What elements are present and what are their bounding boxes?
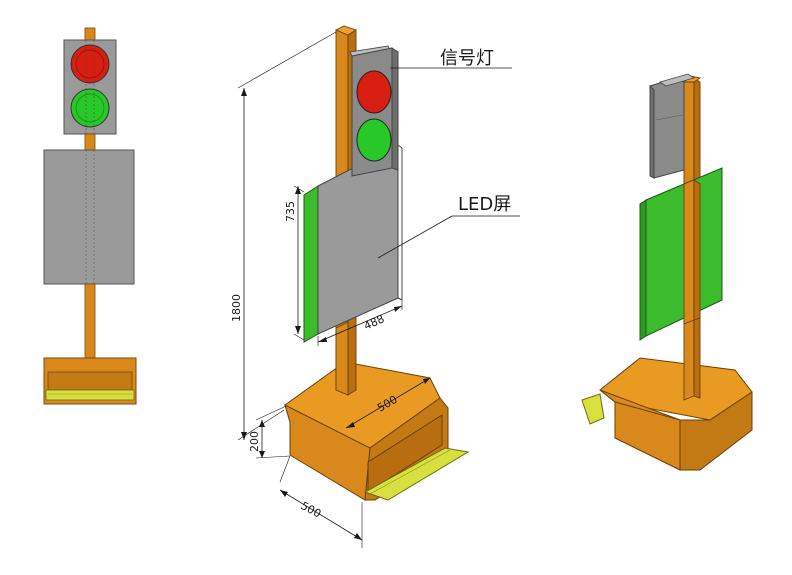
front-red-lamp-inner bbox=[75, 49, 105, 79]
iso-green-lamp bbox=[356, 118, 392, 162]
iso-red-lamp bbox=[356, 70, 392, 114]
iso-view: 信号灯 LED屏 1800 735 488 500 bbox=[230, 25, 520, 548]
front-pole-mid bbox=[84, 133, 96, 151]
front-led-panel bbox=[43, 149, 135, 285]
rear-base-tray bbox=[581, 393, 605, 425]
front-pole-bottom bbox=[84, 283, 96, 359]
dim-total-height: 1800 bbox=[230, 294, 243, 322]
iso-led-edge bbox=[303, 185, 319, 343]
iso-base-tray bbox=[363, 447, 470, 501]
front-red-lamp bbox=[70, 44, 110, 84]
dim-base-height: 200 bbox=[248, 431, 261, 452]
iso-base-left bbox=[284, 404, 371, 501]
front-view bbox=[43, 27, 137, 405]
rear-signal-housing bbox=[649, 77, 685, 179]
front-green-lamp-inner bbox=[75, 93, 105, 123]
iso-base-drawer-opening bbox=[367, 414, 443, 493]
dim-base-width: 500 bbox=[299, 499, 324, 520]
dim-screen-width: 488 bbox=[362, 312, 386, 332]
led-callout-line bbox=[377, 215, 453, 259]
dim-screen-height: 735 bbox=[284, 201, 297, 222]
front-green-lamp bbox=[70, 88, 110, 128]
rear-view bbox=[581, 73, 753, 471]
signal-light-label: 信号灯 bbox=[440, 48, 494, 69]
front-base-tray bbox=[45, 389, 135, 401]
led-screen-label: LED屏 bbox=[458, 194, 511, 215]
iso-pole-cap bbox=[334, 25, 358, 36]
